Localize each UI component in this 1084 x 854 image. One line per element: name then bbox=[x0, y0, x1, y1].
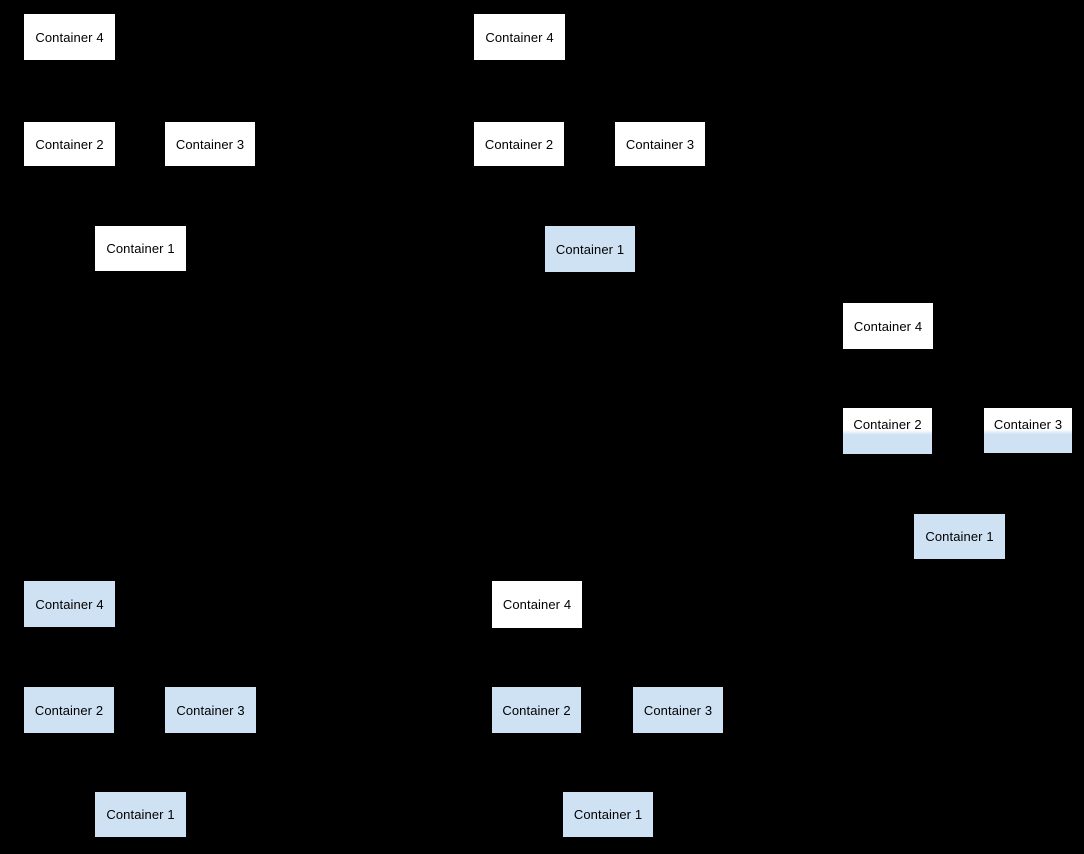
container-box-container-4: Container 4 bbox=[24, 14, 115, 60]
container-box-container-1: Container 1 bbox=[95, 226, 186, 271]
container-box-container-4: Container 4 bbox=[24, 581, 115, 627]
container-box-container-2: Container 2 bbox=[24, 122, 115, 166]
container-box-container-3: Container 3 bbox=[165, 122, 255, 166]
container-box-container-3: Container 3 bbox=[165, 687, 256, 733]
container-box-container-1: Container 1 bbox=[95, 792, 186, 837]
container-box-container-2: Container 2 bbox=[24, 687, 114, 733]
container-box-container-3: Container 3 bbox=[984, 408, 1072, 453]
container-box-container-2: Container 2 bbox=[843, 408, 932, 454]
container-box-container-3: Container 3 bbox=[633, 687, 723, 733]
container-box-container-1: Container 1 bbox=[914, 514, 1005, 559]
container-box-container-1: Container 1 bbox=[545, 226, 635, 272]
container-box-container-2: Container 2 bbox=[474, 122, 564, 166]
container-box-container-4: Container 4 bbox=[492, 581, 582, 628]
container-box-container-4: Container 4 bbox=[474, 14, 565, 60]
container-box-container-2: Container 2 bbox=[492, 687, 581, 733]
container-box-container-1: Container 1 bbox=[563, 792, 653, 837]
container-box-container-3: Container 3 bbox=[615, 122, 705, 166]
container-box-container-4: Container 4 bbox=[843, 303, 933, 349]
